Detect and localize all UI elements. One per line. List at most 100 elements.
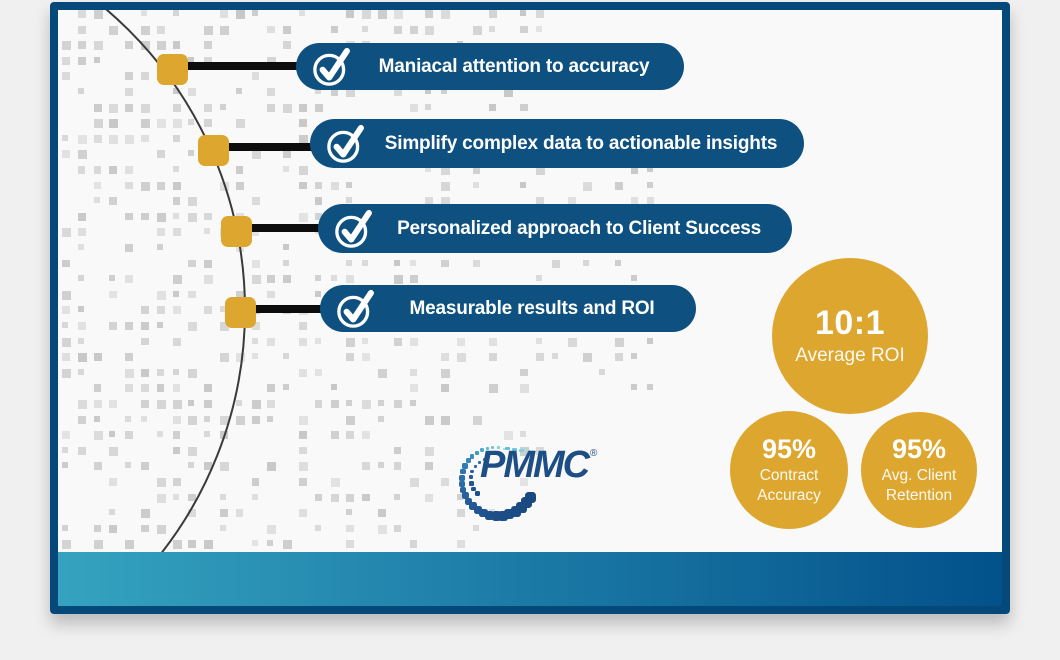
pattern-dot	[141, 181, 150, 191]
connector-line-3	[237, 224, 334, 232]
pattern-dot	[235, 353, 245, 363]
pattern-dot	[77, 166, 86, 174]
stat-value: 95%	[891, 433, 947, 464]
logo-swirl-square	[459, 486, 467, 494]
pattern-dot	[630, 275, 637, 282]
pattern-dot	[251, 400, 261, 409]
pattern-dot	[567, 337, 577, 347]
logo-swirl-square	[485, 510, 495, 520]
pattern-dot	[251, 353, 258, 360]
logo-swirl-square	[477, 460, 482, 464]
logo-swirl-square	[473, 506, 482, 515]
checklist-item-pill-1: Maniacal attention to accuracy	[296, 43, 684, 90]
pattern-dot	[583, 181, 593, 191]
pattern-dot	[314, 88, 321, 94]
pattern-dot	[346, 181, 353, 188]
pattern-dot	[77, 244, 84, 250]
pattern-dot	[204, 431, 211, 438]
pattern-dot	[251, 150, 261, 160]
pattern-dot	[472, 25, 482, 35]
pattern-dot	[283, 384, 290, 391]
pattern-dot	[125, 431, 134, 440]
pattern-dot	[204, 400, 212, 408]
pattern-dot	[62, 337, 71, 347]
pattern-dot	[283, 259, 290, 266]
pattern-dot	[472, 524, 479, 531]
pattern-dot	[630, 384, 637, 391]
connector-line-2	[214, 143, 326, 151]
pattern-dot	[551, 353, 558, 360]
pattern-dot	[62, 368, 71, 378]
pattern-dot	[251, 197, 260, 206]
pattern-dot	[172, 400, 182, 409]
pattern-dot	[583, 353, 593, 363]
pattern-dot	[172, 119, 182, 129]
pattern-dot	[93, 400, 102, 408]
pattern-dot	[393, 400, 402, 408]
pattern-dot	[156, 431, 163, 438]
pattern-dot	[156, 244, 163, 250]
pattern-dot	[536, 446, 544, 455]
pattern-dot	[299, 166, 308, 175]
pattern-dot	[109, 290, 117, 299]
pattern-dot	[283, 103, 293, 113]
pattern-dot	[346, 431, 355, 440]
pattern-dot	[93, 540, 103, 550]
pattern-dot	[141, 25, 150, 35]
pattern-dot	[393, 275, 403, 285]
pattern-dot	[77, 228, 86, 237]
pattern-dot	[77, 400, 87, 409]
pattern-dot	[77, 10, 86, 18]
pattern-dot	[267, 56, 277, 66]
pattern-dot	[77, 150, 87, 160]
pattern-dot	[188, 493, 196, 502]
pattern-dot	[251, 322, 260, 330]
pattern-dot	[472, 259, 481, 268]
pattern-dot	[141, 400, 149, 408]
pattern-dot	[441, 181, 451, 191]
pattern-dot	[251, 259, 260, 268]
pattern-dot	[93, 431, 103, 441]
pattern-dot	[346, 337, 356, 347]
logo-swirl-square	[497, 446, 500, 450]
pattern-dot	[77, 322, 86, 330]
pattern-dot	[93, 384, 102, 392]
logo-swirl-square	[469, 481, 474, 486]
pattern-dot	[425, 10, 433, 18]
logo-swirl-square	[510, 506, 521, 517]
pattern-dot	[93, 524, 102, 533]
pattern-dot	[93, 119, 103, 129]
logo-swirl-square	[504, 509, 515, 520]
pattern-dot	[204, 56, 212, 65]
logo-swirl-square	[469, 454, 475, 459]
pattern-dot	[62, 228, 71, 238]
pattern-dot	[220, 415, 229, 425]
pattern-dot	[267, 337, 276, 346]
logo-swirl-square	[483, 457, 487, 461]
pattern-dot	[156, 493, 166, 503]
pattern-dot	[425, 103, 432, 110]
pattern-dot	[188, 290, 196, 299]
pattern-dot	[77, 134, 87, 144]
pattern-dot	[141, 103, 150, 113]
checklist-item-label: Maniacal attention to accuracy	[378, 55, 650, 77]
pattern-dot	[77, 56, 86, 65]
pattern-dot	[204, 462, 213, 471]
pattern-dot	[409, 103, 418, 112]
pattern-dot	[188, 446, 198, 456]
checklist-item-label: Simplify complex data to actionable insi…	[384, 132, 778, 154]
pattern-dot	[457, 540, 465, 548]
pattern-dot	[172, 415, 181, 424]
pattern-dot	[172, 88, 179, 94]
pattern-dot	[314, 524, 321, 531]
pattern-dot	[62, 353, 70, 361]
pattern-dot	[362, 353, 371, 362]
pattern-dot	[267, 400, 275, 408]
pattern-dot	[536, 10, 544, 18]
pattern-dot	[156, 181, 165, 190]
pattern-dot	[62, 290, 71, 300]
logo-swirl-square	[461, 492, 469, 500]
pattern-dot	[314, 337, 321, 344]
pattern-dot	[172, 290, 179, 297]
pattern-dot	[235, 119, 245, 129]
